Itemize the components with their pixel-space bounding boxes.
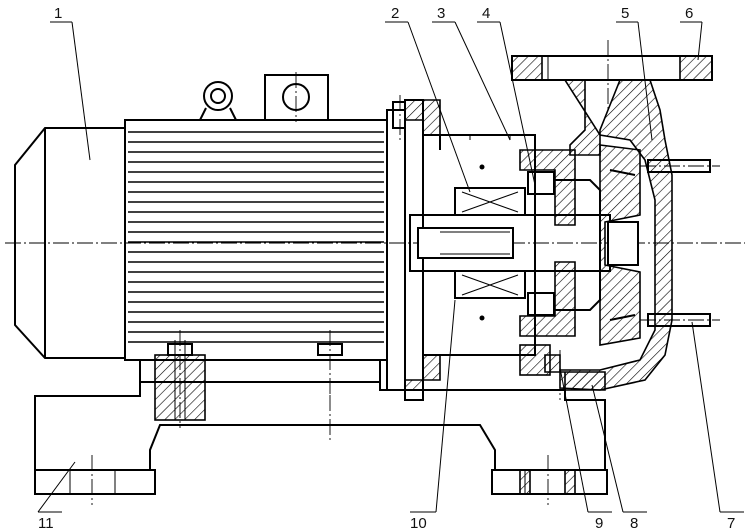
callout-5: 5 xyxy=(621,5,629,22)
shaft-and-coupling xyxy=(409,135,611,337)
callout-7: 7 xyxy=(727,515,735,532)
callout-10: 10 xyxy=(410,515,427,532)
electric-motor xyxy=(14,72,424,428)
base-frame xyxy=(34,381,608,505)
callout-9: 9 xyxy=(595,515,603,532)
cooling-ribs xyxy=(128,131,384,343)
callout-8: 8 xyxy=(630,515,638,532)
callout-2: 2 xyxy=(391,5,399,22)
callout-leaders xyxy=(37,21,744,513)
pump-casing xyxy=(511,40,720,400)
callout-3: 3 xyxy=(437,5,445,22)
callout-11: 11 xyxy=(38,515,54,532)
callout-6: 6 xyxy=(685,5,693,22)
bracket-housing xyxy=(392,95,551,391)
callout-1: 1 xyxy=(54,5,62,22)
callout-4: 4 xyxy=(482,5,490,22)
